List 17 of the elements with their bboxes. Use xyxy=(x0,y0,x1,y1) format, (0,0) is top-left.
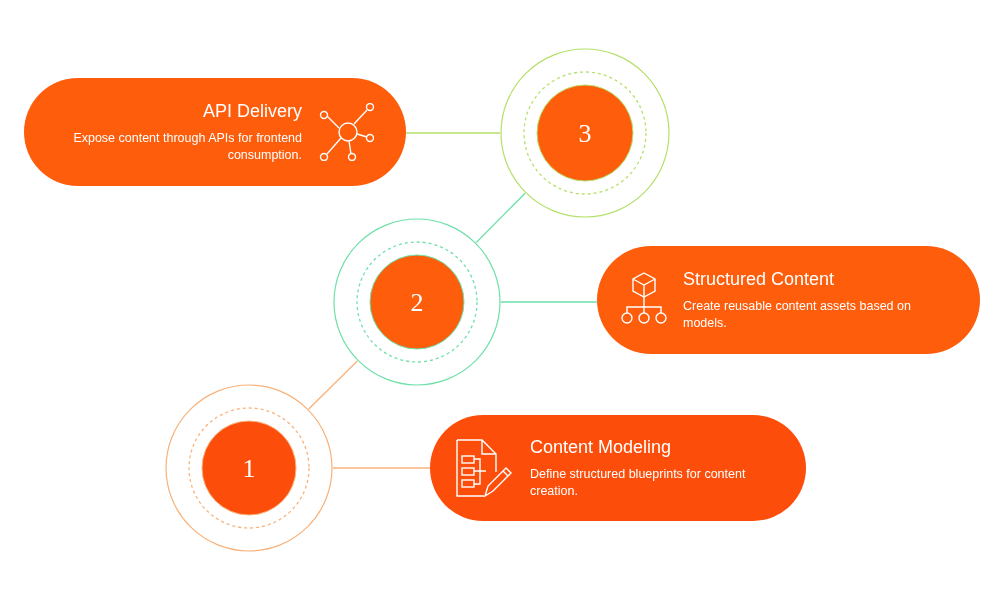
step-title: Structured Content xyxy=(683,267,835,291)
step-circle xyxy=(165,384,333,552)
step-title: Content Modeling xyxy=(530,435,672,459)
connector-line xyxy=(475,192,526,244)
step-circle xyxy=(333,218,501,386)
step-circle xyxy=(500,48,670,218)
step-number: 2 xyxy=(410,286,424,319)
connector-line xyxy=(332,467,431,469)
connector-line xyxy=(500,301,598,303)
step-title: API Delivery xyxy=(202,99,302,123)
step-description: Expose content through APIs for frontend consumption. xyxy=(72,130,302,165)
step-description: Define structured blueprints for content creation. xyxy=(530,466,747,501)
step-number: 1 xyxy=(242,452,256,485)
step-number: 3 xyxy=(578,117,592,150)
step-description: Create reusable content assets based on models. xyxy=(683,298,912,333)
connector-line xyxy=(405,132,501,134)
connector-line xyxy=(308,360,358,410)
